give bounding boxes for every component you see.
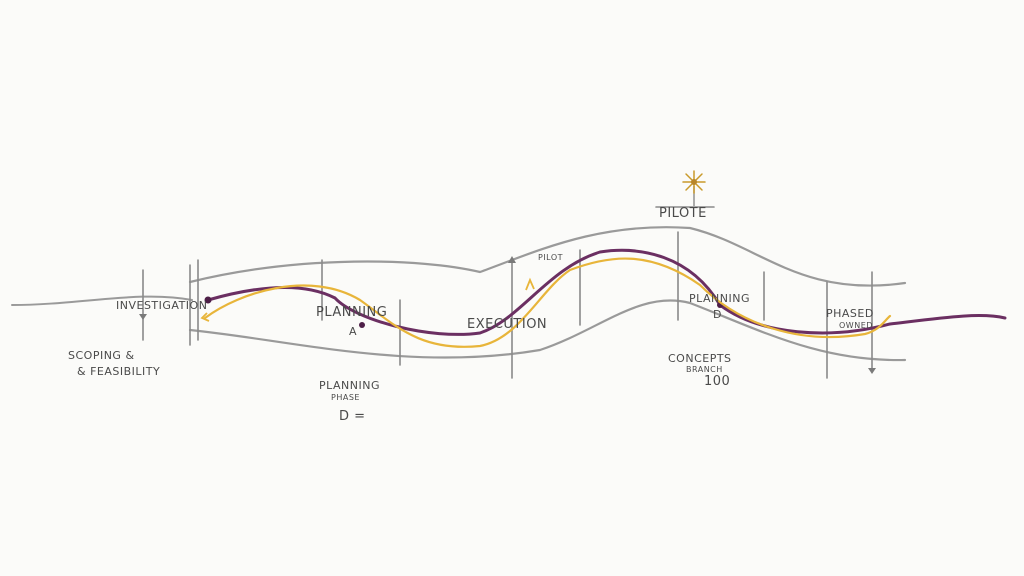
purple-dot-a	[359, 322, 365, 328]
pilot-small-label: PILOT	[538, 253, 564, 262]
planning-right-sub: D	[713, 308, 722, 321]
pilote-label: PILOTE	[659, 206, 707, 221]
concepts-sub: BRANCH	[686, 365, 723, 374]
planning-below-label: PLANNING	[319, 379, 380, 392]
yellow-path	[203, 257, 892, 348]
band-bottom-edge	[188, 299, 907, 362]
phased-label: PHASED	[826, 307, 874, 320]
stage-dividers	[142, 231, 873, 379]
planning-stage-sub: A	[349, 325, 358, 338]
planning-below-mark: D =	[339, 409, 366, 424]
band-middle-line	[11, 295, 193, 306]
scoping-label-line1: SCOPING &	[68, 349, 135, 362]
arrow-head-2	[868, 368, 876, 374]
investigation-label: INVESTIGATION	[116, 299, 208, 312]
concepts-label: CONCEPTS	[668, 352, 732, 365]
execution-label: EXECUTION	[467, 317, 548, 332]
phased-sub: OWNED	[839, 321, 873, 330]
band-top-edge	[188, 226, 907, 287]
scoping-label-line2: & FEASIBILITY	[77, 365, 161, 378]
planning-stage-label: PLANNING	[316, 305, 388, 320]
planning-below-sub: PHASE	[331, 393, 360, 402]
arrow-head-3	[508, 256, 516, 263]
sun-star-icon	[682, 170, 706, 194]
arrow-head-1	[139, 314, 147, 320]
concepts-number: 100	[704, 374, 731, 389]
purple-dot-start	[204, 296, 212, 304]
yellow-arrow-mid	[525, 277, 535, 291]
divider-arrows	[139, 256, 876, 374]
yellow-arrow-left	[200, 312, 210, 322]
planning-right-label: PLANNING	[689, 292, 750, 305]
